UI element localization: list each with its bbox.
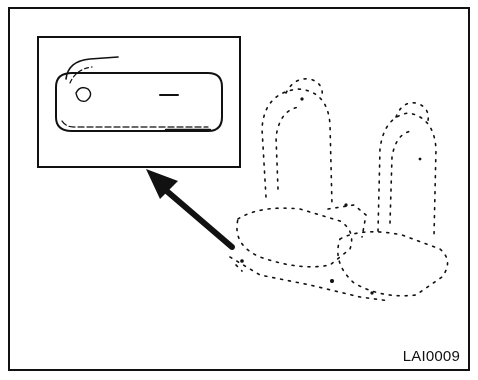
vehicle-interior-sketch	[229, 77, 449, 302]
pointer-arrow	[146, 169, 235, 250]
inset-frame	[37, 36, 241, 168]
interior-detail-dots	[240, 97, 422, 295]
rearview-mirror-icon	[55, 56, 223, 132]
mirror-inset	[37, 36, 241, 168]
figure-code: LAI0009	[402, 348, 460, 365]
illustration-frame: LAI0009	[8, 7, 470, 371]
illustration	[37, 36, 449, 302]
